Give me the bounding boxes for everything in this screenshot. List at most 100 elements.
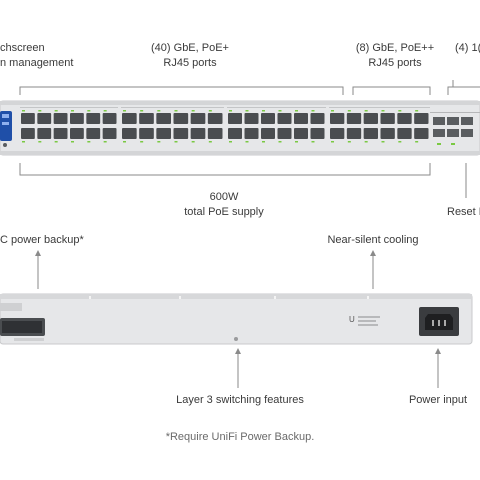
rj45-port [37,113,52,124]
rj45-ports [20,107,430,143]
rj45-port [156,113,171,124]
port-led [295,141,298,143]
rj45-port [139,113,154,124]
gbe-poepp-label-line1: (8) GbE, PoE++ [355,42,435,54]
rj45-port [207,113,223,124]
port-group-divider [329,107,430,108]
touchscreen [0,111,12,141]
port-group-divider [20,107,118,108]
port-led [229,141,232,143]
port-led [229,110,232,112]
rj45-port [228,113,242,124]
port-led [208,141,212,143]
port-led [262,141,265,143]
rear-panel: U [0,293,473,345]
rj45-port [102,128,117,139]
port-led [22,141,25,143]
rj45-port [397,128,412,139]
rj45-port [53,128,68,139]
gbe-poe-label-line2: RJ45 ports [163,57,217,69]
rj45-port [102,113,117,124]
rj45-port [414,128,429,139]
rj45-port [53,113,68,124]
status-icon [3,143,7,147]
rj45-port [346,128,362,139]
port-led [71,110,74,112]
gbe-poe-bracket [19,86,344,95]
rear-top-arrows [35,250,376,289]
port-led [331,141,334,143]
rj45-port [190,113,206,124]
ground-screw [234,337,238,341]
rj45-port [294,128,308,139]
port-led [245,141,249,143]
rj45-port [380,113,395,124]
port-led [331,110,334,112]
rj45-port [380,128,395,139]
rj45-port [244,113,259,124]
port-led [364,110,368,112]
gbe-poe-label-line1: (40) GbE, PoE+ [151,42,229,54]
rj45-port [122,113,137,124]
port-led [295,110,298,112]
port-group-divider [227,107,326,108]
power-backup-label: C power backup* [0,234,84,246]
rear-chassis [0,293,473,345]
touchscreen-label-line1: chscreen [0,42,45,54]
port-led [381,110,385,112]
rj45-port [122,128,137,139]
rj45-port [37,128,52,139]
port-led [38,110,42,112]
rj45-port [261,113,275,124]
port-led [398,110,402,112]
port-led [174,110,178,112]
front-panel [0,100,480,156]
power-input-label: Power input [408,394,468,406]
rj45-port [228,128,242,139]
port-led [347,141,351,143]
rj45-port [363,113,378,124]
port-led [87,110,91,112]
port-led [140,110,144,112]
port-led [191,110,195,112]
gbe-poepp-bracket [352,86,431,95]
rj45-port [70,128,84,139]
rj45-port [190,128,206,139]
rj45-port [330,128,345,139]
port-led [54,141,58,143]
port-led [415,110,419,112]
rj45-port [173,113,189,124]
port-led [311,110,315,112]
port-led [71,141,74,143]
port-led [191,141,195,143]
rear-bottom-arrows [235,348,441,388]
rj45-port [86,113,101,124]
sfp-bracket [447,86,480,95]
port-led [278,141,282,143]
port-led [347,110,351,112]
port-led [87,141,91,143]
port-group-divider [121,107,224,108]
port-led [157,110,161,112]
port-led [123,141,126,143]
rj45-port [70,113,84,124]
rj45-port [363,128,378,139]
rj45-port [330,113,345,124]
sfp-ports [430,112,480,145]
poe-supply-label-line1: 600W [209,191,239,203]
port-led [22,110,25,112]
rj45-port [207,128,223,139]
port-led [174,141,178,143]
rj45-port [310,113,325,124]
ubiquiti-logo: U [349,315,355,324]
rj45-port [346,113,362,124]
rj45-port [139,128,154,139]
port-led [157,141,161,143]
rj45-port [21,128,35,139]
rj45-port [397,113,412,124]
footnote: *Require UniFi Power Backup. [165,431,315,443]
rj45-port [86,128,101,139]
port-led [262,110,265,112]
layer3-label: Layer 3 switching features [176,394,304,406]
